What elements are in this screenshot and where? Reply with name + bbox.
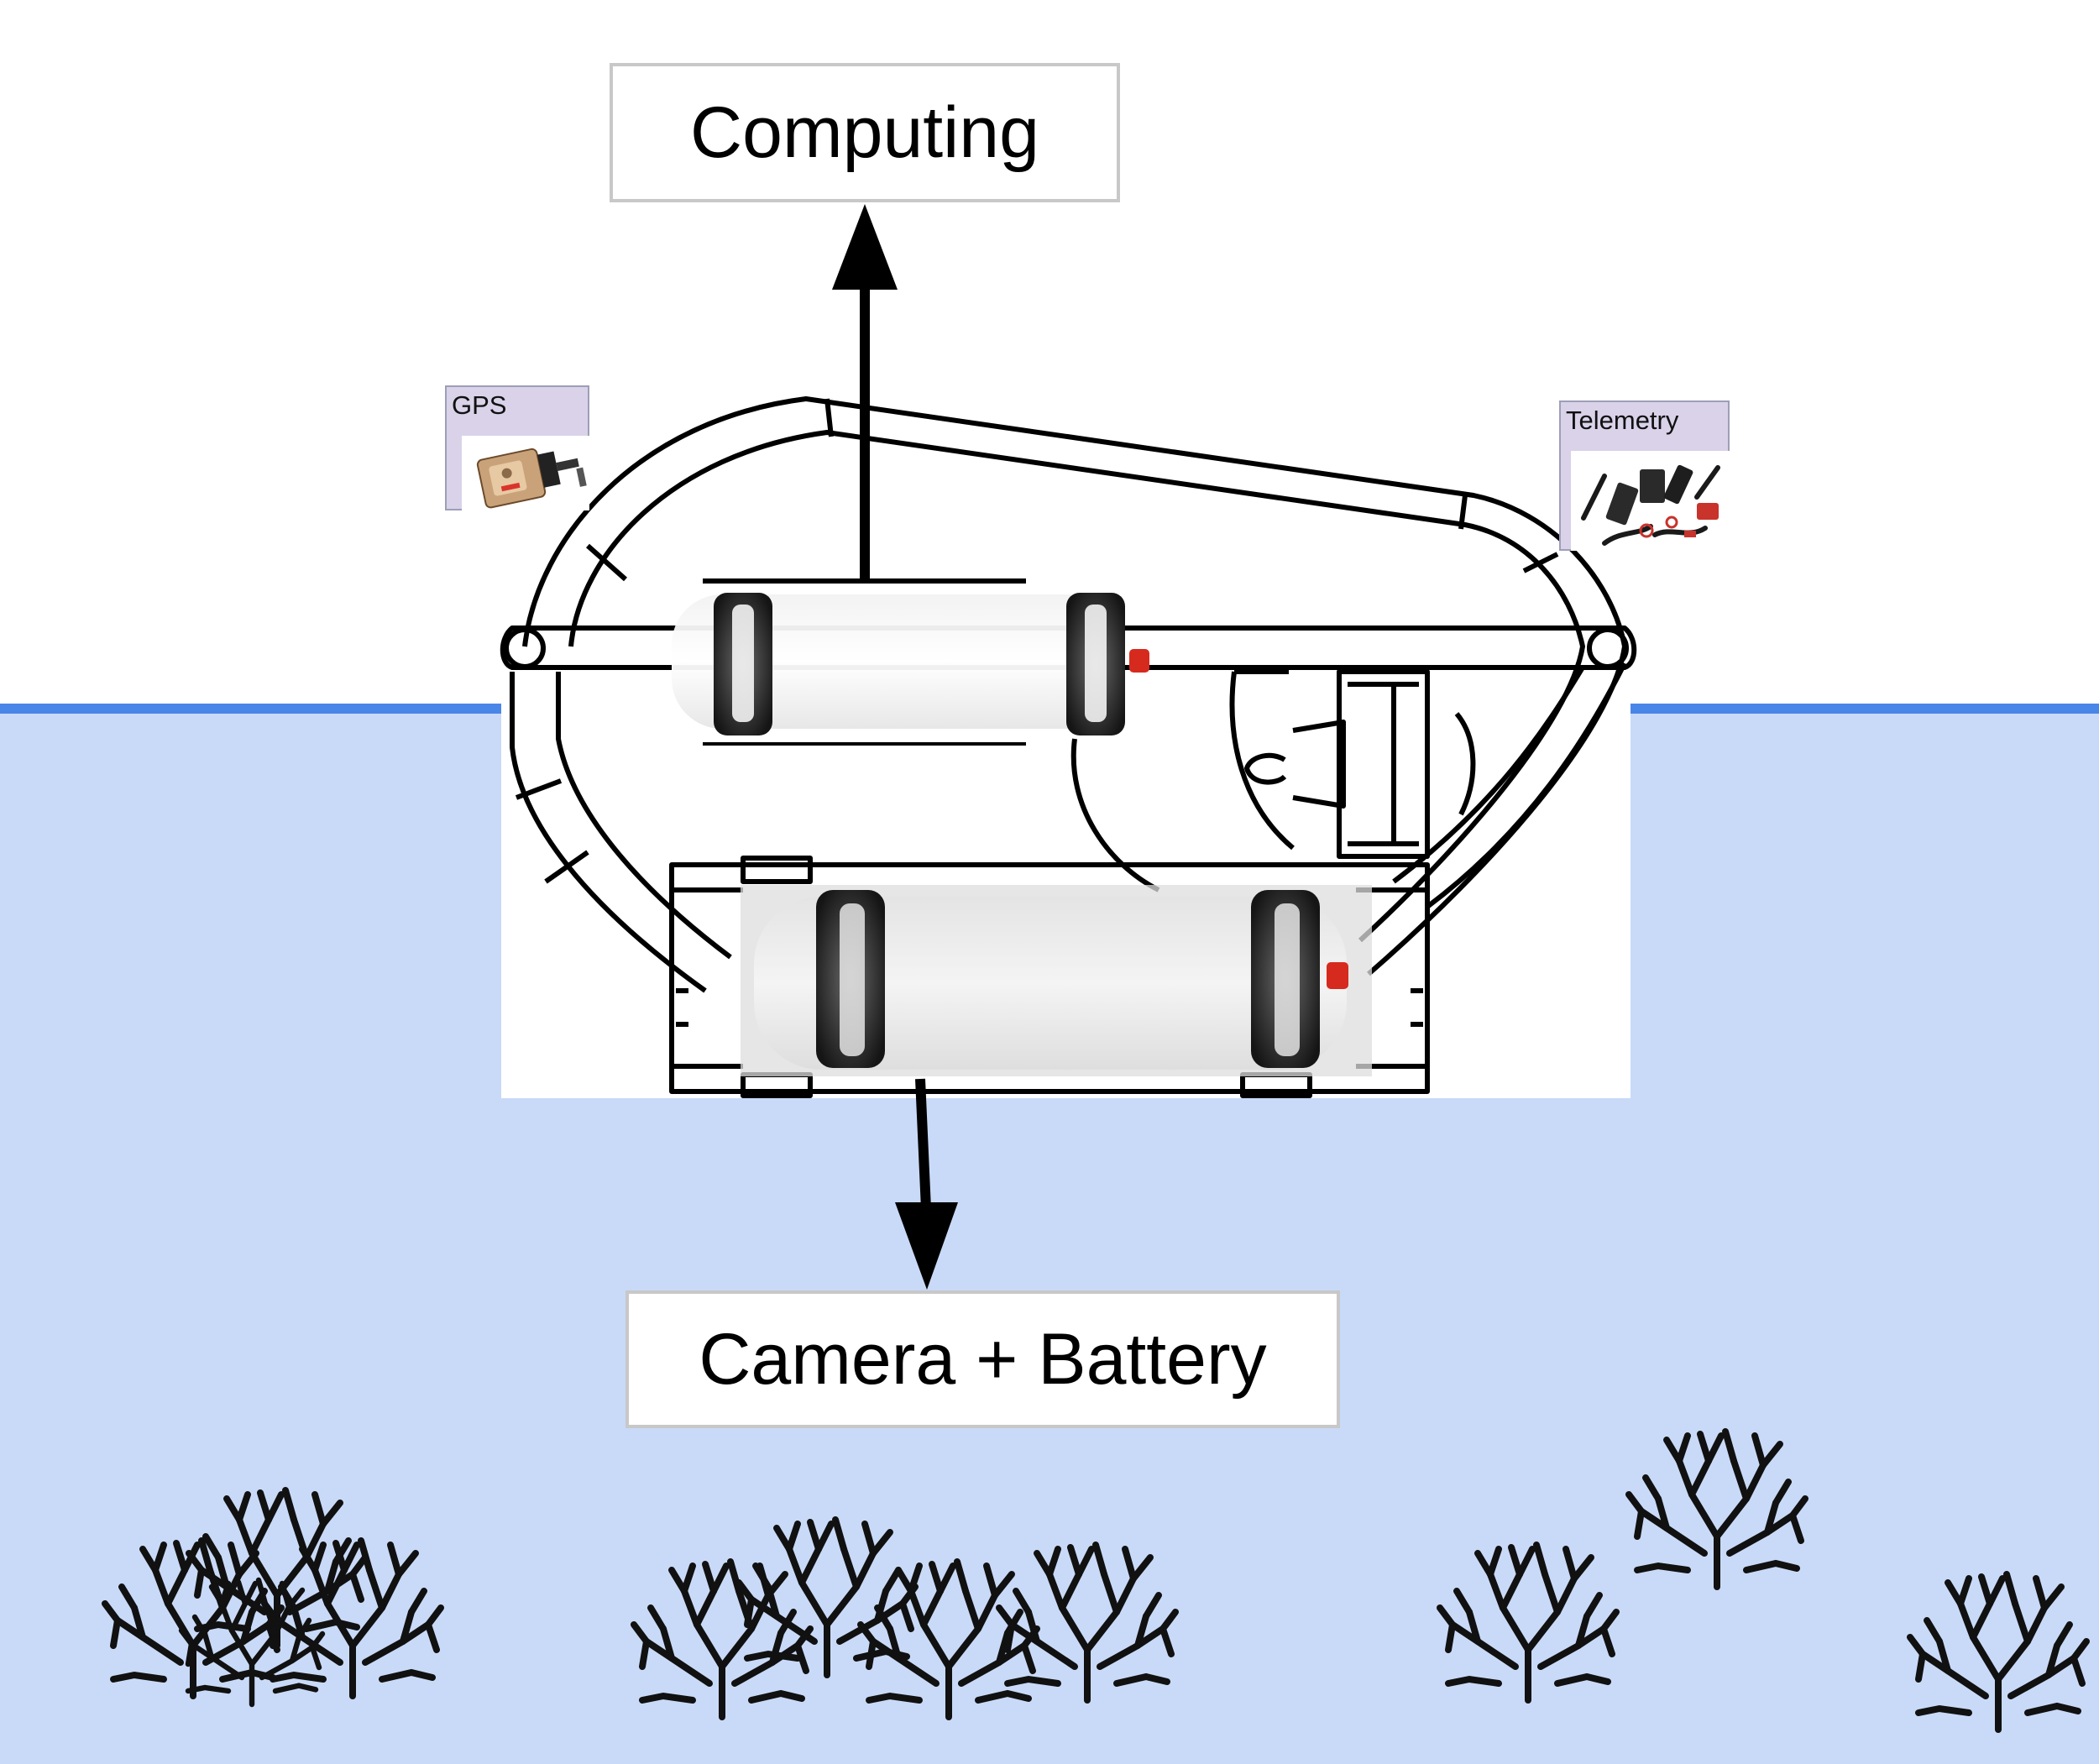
telemetry-title: Telemetry — [1566, 406, 1678, 436]
telemetry-card: Telemetry — [1559, 400, 1730, 551]
camera-battery-label: Camera + Battery — [699, 1318, 1266, 1401]
telemetry-radio-kit-icon — [1571, 451, 1730, 551]
computing-label-box: Computing — [610, 63, 1120, 202]
gps-title: GPS — [452, 390, 506, 421]
gps-photo — [462, 436, 589, 510]
telemetry-photo — [1571, 451, 1730, 551]
gps-card: GPS — [445, 385, 589, 510]
upper-tube-enclosure — [672, 581, 1149, 744]
gps-module-icon — [462, 436, 589, 510]
camera-battery-label-box: Camera + Battery — [626, 1290, 1340, 1428]
arrow-up-icon — [832, 204, 898, 581]
computing-label: Computing — [690, 92, 1039, 175]
lower-tube-enclosure — [741, 885, 1372, 1076]
